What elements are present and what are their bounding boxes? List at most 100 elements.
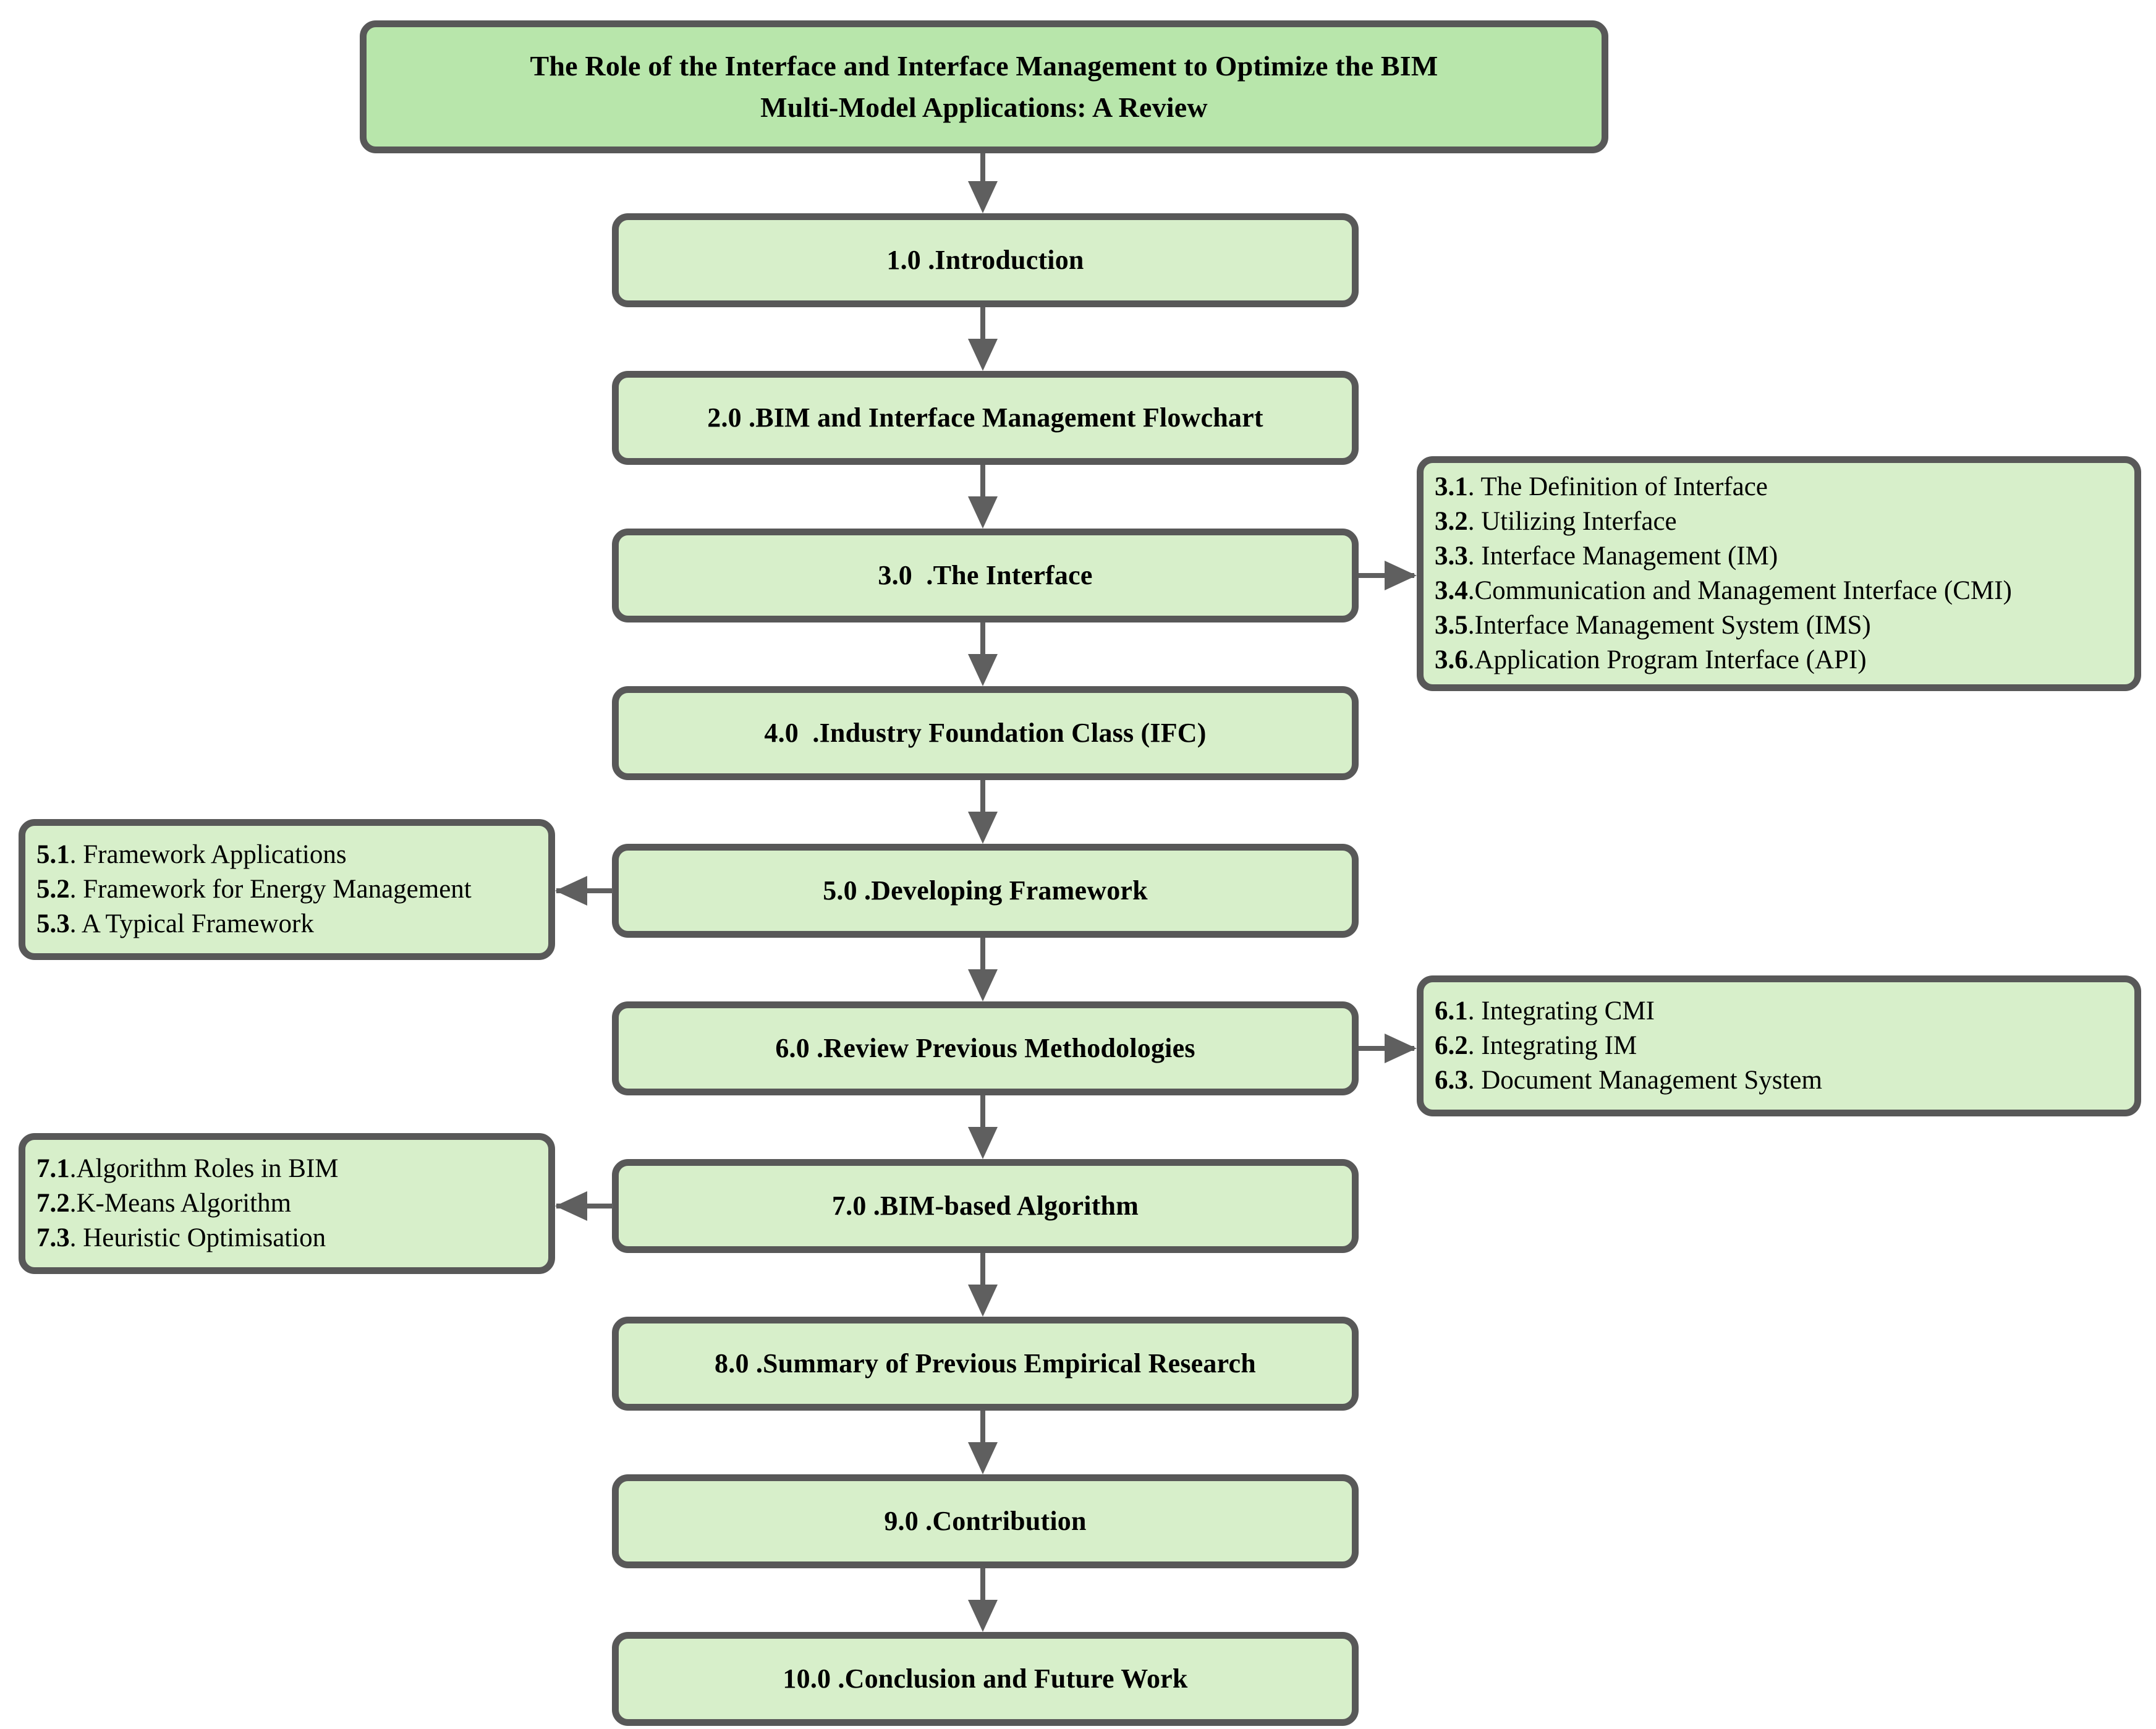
connector-n5-to-n6-line (980, 938, 985, 974)
connector-n1-to-n2-arrow (968, 339, 998, 371)
sublist-3-item-4-text: .Communication and Management Interface … (1467, 576, 2012, 605)
sublist-5-body: 5.1. Framework Applications 5.2. Framewo… (25, 838, 548, 941)
sublist-3-item-2-number: 3.2 (1435, 507, 1468, 537)
node-7-bim-based-algorithm[interactable]: 7.0 .BIM-based Algorithm (612, 1159, 1359, 1253)
node-10-label: 10.0 .Conclusion and Future Work (783, 1663, 1188, 1694)
node-4-industry-foundation-class[interactable]: 4.0 .Industry Foundation Class (IFC) (612, 686, 1359, 780)
connector-n9-to-n10-line (980, 1568, 985, 1604)
sublist-3-item-4: 3.4.Communication and Management Interfa… (1435, 574, 2126, 608)
sublist-3-item-2-text: . Utilizing Interface (1467, 507, 1677, 537)
connector-n4-to-n5-arrow (968, 812, 998, 844)
sublist-3-item-1: 3.1. The Definition of Interface (1435, 470, 2126, 504)
node-title[interactable]: The Role of the Interface and Interface … (360, 20, 1608, 153)
connector-n6-to-s6-arrow (1385, 1034, 1417, 1063)
sublist-5-item-2-text: . Framework for Energy Management (69, 875, 472, 904)
sublist-5-item-1: 5.1. Framework Applications (36, 838, 540, 872)
node-1-label: 1.0 .Introduction (886, 245, 1084, 276)
node-2-bim-interface-management-flowchart[interactable]: 2.0 .BIM and Interface Management Flowch… (612, 371, 1359, 465)
sublist-7-item-2: 7.2.K-Means Algorithm (36, 1186, 540, 1221)
sublist-7-item-3-text: . Heuristic Optimisation (69, 1223, 326, 1252)
sublist-7-item-1-text: .Algorithm Roles in BIM (69, 1154, 339, 1184)
node-4-label: 4.0 .Industry Foundation Class (IFC) (764, 718, 1207, 749)
sublist-5-item-3-text: . A Typical Framework (69, 909, 314, 938)
connector-n6-to-n7-arrow (968, 1127, 998, 1159)
node-3-the-interface[interactable]: 3.0 .The Interface (612, 529, 1359, 622)
sublist-3-item-5: 3.5.Interface Management System (IMS) (1435, 608, 2126, 643)
sublist-6-item-1: 6.1. Integrating CMI (1435, 994, 2126, 1029)
sublist-3-item-3: 3.3. Interface Management (IM) (1435, 539, 2126, 574)
node-6-review-previous-methodologies[interactable]: 6.0 .Review Previous Methodologies (612, 1001, 1359, 1095)
node-9-contribution[interactable]: 9.0 .Contribution (612, 1474, 1359, 1568)
sublist-6-item-3: 6.3. Document Management System (1435, 1063, 2126, 1098)
connector-n8-to-n9-line (980, 1411, 985, 1446)
sublist-3-item-3-text: . Interface Management (IM) (1467, 542, 1778, 571)
sublist-6-item-2-text: . Integrating IM (1467, 1031, 1637, 1061)
sublist-3-the-interface[interactable]: 3.1. The Definition of Interface 3.2. Ut… (1417, 456, 2141, 691)
node-7-label: 7.0 .BIM-based Algorithm (831, 1191, 1139, 1221)
node-5-label: 5.0 .Developing Framework (823, 875, 1148, 906)
sublist-6-item-1-text: . Integrating CMI (1467, 996, 1655, 1026)
sublist-3-item-3-number: 3.3 (1435, 542, 1468, 571)
sublist-7-item-1: 7.1.Algorithm Roles in BIM (36, 1152, 540, 1186)
node-title-label: The Role of the Interface and Interface … (530, 46, 1438, 128)
sublist-3-item-2: 3.2. Utilizing Interface (1435, 504, 2126, 539)
sublist-5-item-3-number: 5.3 (36, 909, 70, 938)
connector-n3-to-n4-arrow (968, 654, 998, 686)
sublist-7-item-1-number: 7.1 (36, 1154, 70, 1184)
sublist-7-item-3: 7.3. Heuristic Optimisation (36, 1221, 540, 1255)
title-line-2: Multi-Model Applications: A Review (760, 91, 1208, 123)
sublist-5-item-1-text: . Framework Applications (69, 840, 347, 870)
sublist-7-body: 7.1.Algorithm Roles in BIM 7.2.K-Means A… (25, 1152, 548, 1255)
connector-n2-to-n3-line (980, 465, 985, 501)
sublist-5-item-2: 5.2. Framework for Energy Management (36, 872, 540, 907)
sublist-5-developing-framework[interactable]: 5.1. Framework Applications 5.2. Framewo… (19, 819, 555, 960)
connector-n7-to-n8-arrow (968, 1285, 998, 1317)
sublist-3-item-6-number: 3.6 (1435, 645, 1468, 674)
sublist-3-item-6-text: .Application Program Interface (API) (1467, 645, 1867, 674)
sublist-6-item-3-text: . Document Management System (1467, 1065, 1822, 1095)
sublist-3-item-1-text: . The Definition of Interface (1467, 472, 1768, 502)
node-2-label: 2.0 .BIM and Interface Management Flowch… (707, 402, 1263, 433)
sublist-7-bim-based-algorithm[interactable]: 7.1.Algorithm Roles in BIM 7.2.K-Means A… (19, 1133, 555, 1274)
sublist-7-item-2-number: 7.2 (36, 1189, 70, 1218)
connector-n5-to-s5-arrow (555, 876, 587, 906)
connector-n6-to-n7-line (980, 1095, 985, 1131)
connector-title-to-n1-line (980, 153, 985, 185)
connector-n7-to-s7-arrow (555, 1191, 587, 1221)
sublist-3-body: 3.1. The Definition of Interface 3.2. Ut… (1424, 470, 2134, 677)
connector-n5-to-n6-arrow (968, 969, 998, 1001)
sublist-3-item-1-number: 3.1 (1435, 472, 1468, 502)
connector-n3-to-n4-line (980, 622, 985, 658)
node-8-summary-previous-empirical-research[interactable]: 8.0 .Summary of Previous Empirical Resea… (612, 1317, 1359, 1411)
sublist-5-item-3: 5.3. A Typical Framework (36, 907, 540, 941)
node-10-conclusion-future-work[interactable]: 10.0 .Conclusion and Future Work (612, 1632, 1359, 1726)
sublist-6-item-1-number: 6.1 (1435, 996, 1468, 1026)
title-line-1: The Role of the Interface and Interface … (530, 49, 1438, 82)
connector-title-to-n1-arrow (968, 181, 998, 213)
node-6-label: 6.0 .Review Previous Methodologies (775, 1033, 1195, 1064)
sublist-5-item-1-number: 5.1 (36, 840, 70, 870)
connector-n1-to-n2-line (980, 307, 985, 343)
node-1-introduction[interactable]: 1.0 .Introduction (612, 213, 1359, 307)
node-3-label: 3.0 .The Interface (878, 560, 1093, 591)
sublist-3-item-5-number: 3.5 (1435, 610, 1468, 640)
sublist-6-body: 6.1. Integrating CMI 6.2. Integrating IM… (1424, 994, 2134, 1098)
sublist-6-review-previous-methodologies[interactable]: 6.1. Integrating CMI 6.2. Integrating IM… (1417, 975, 2141, 1116)
sublist-6-item-2-number: 6.2 (1435, 1031, 1468, 1061)
node-9-label: 9.0 .Contribution (884, 1506, 1087, 1537)
connector-n9-to-n10-arrow (968, 1600, 998, 1632)
sublist-6-item-2: 6.2. Integrating IM (1435, 1029, 2126, 1063)
connector-n4-to-n5-line (980, 780, 985, 816)
sublist-7-item-2-text: .K-Means Algorithm (69, 1189, 292, 1218)
connector-n7-to-n8-line (980, 1253, 985, 1289)
sublist-3-item-5-text: .Interface Management System (IMS) (1467, 610, 1871, 640)
sublist-7-item-3-number: 7.3 (36, 1223, 70, 1252)
node-5-developing-framework[interactable]: 5.0 .Developing Framework (612, 844, 1359, 938)
connector-n8-to-n9-arrow (968, 1442, 998, 1474)
connector-n2-to-n3-arrow (968, 496, 998, 529)
node-8-label: 8.0 .Summary of Previous Empirical Resea… (715, 1348, 1256, 1379)
sublist-3-item-6: 3.6.Application Program Interface (API) (1435, 643, 2126, 678)
sublist-6-item-3-number: 6.3 (1435, 1065, 1468, 1095)
sublist-3-item-4-number: 3.4 (1435, 576, 1468, 605)
